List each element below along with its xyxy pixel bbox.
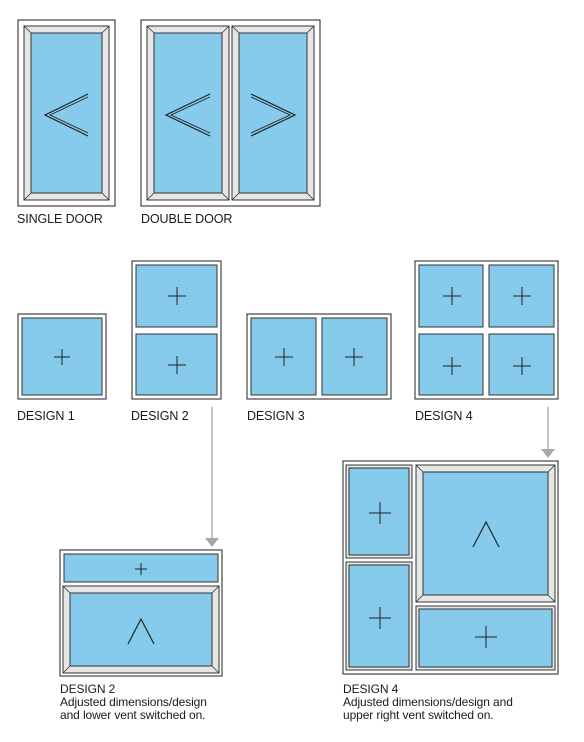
caption-line-1: Adjusted dimensions/design: [60, 695, 207, 709]
design-1-window: [17, 313, 107, 400]
upper-vent-plus-icon: [135, 563, 147, 575]
top-left-plus-icon: [443, 287, 461, 305]
double-door-label: DOUBLE DOOR: [141, 212, 233, 226]
single-door-label: SINGLE DOOR: [17, 212, 103, 226]
design-3-window: [246, 313, 392, 400]
right-pane-plus-icon: [345, 348, 363, 366]
top-right-plus-icon: [513, 287, 531, 305]
design-3-label: DESIGN 3: [247, 409, 305, 423]
design-2-label: DESIGN 2: [131, 409, 189, 423]
design-4-adjusted-window: [342, 460, 559, 675]
double-door: [140, 19, 321, 207]
bottom-right-plus-icon: [513, 357, 531, 375]
lower-pane-plus-icon: [168, 356, 186, 374]
right-leaf-chevron-icon: [250, 93, 297, 137]
single-door: [17, 19, 116, 207]
design-2-window: [131, 260, 222, 400]
bottom-left-plus-icon: [443, 357, 461, 375]
fixed-pane-plus-icon: [54, 349, 70, 365]
left-bottom-plus-icon: [369, 607, 391, 629]
caption-title: DESIGN 4: [343, 682, 399, 696]
left-opening-chevron-icon: [43, 93, 89, 137]
design-4-arrow: [541, 407, 555, 458]
caption-title: DESIGN 2: [60, 682, 116, 696]
design-1-label: DESIGN 1: [17, 409, 75, 423]
design-2-adjusted-window: [59, 549, 223, 677]
left-pane-plus-icon: [275, 348, 293, 366]
upper-pane-plus-icon: [168, 287, 186, 305]
design-4-label: DESIGN 4: [415, 409, 473, 423]
caption-line-2: and lower vent switched on.: [60, 708, 206, 722]
left-top-plus-icon: [369, 502, 391, 524]
caption-line-1: Adjusted dimensions/design and: [343, 695, 513, 709]
left-leaf-chevron-icon: [164, 93, 211, 137]
top-hung-caret-icon: [472, 520, 500, 548]
design-4-window: [414, 260, 559, 400]
design-2-arrow: [205, 407, 219, 547]
top-hung-caret-icon: [127, 617, 155, 645]
caption-line-2: upper right vent switched on.: [343, 708, 494, 722]
lower-right-plus-icon: [475, 626, 497, 648]
